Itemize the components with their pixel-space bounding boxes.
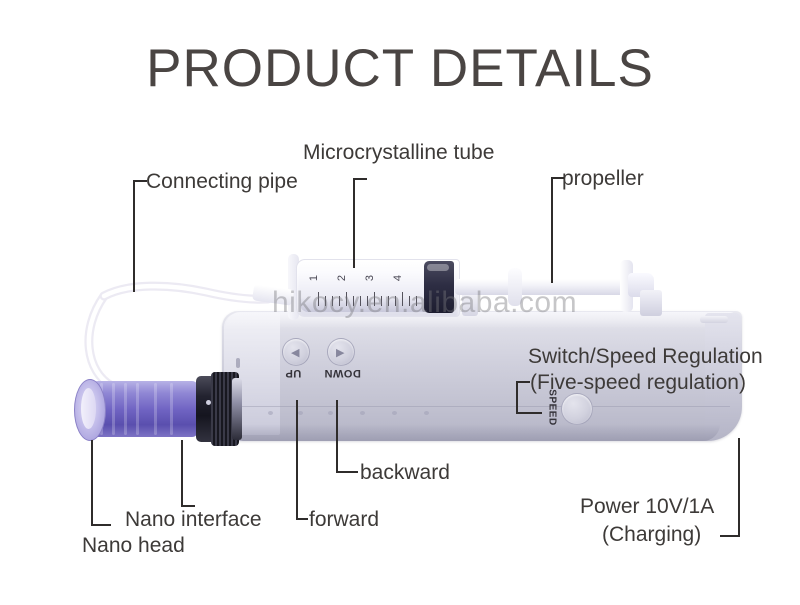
leader-propeller-v (551, 177, 553, 283)
leader-power-v (738, 438, 740, 536)
leader-forward-v (296, 400, 298, 519)
leader-forward-h (296, 518, 308, 520)
device-body-shadow (240, 424, 720, 441)
leader-speed-bottom-h (516, 412, 542, 414)
device-body-seam (235, 406, 730, 407)
leader-speed-v (516, 381, 518, 414)
leader-propeller-h (551, 177, 564, 179)
up-button[interactable] (282, 338, 310, 366)
device-rear-cap (705, 313, 741, 437)
leader-nano-interface-h (181, 505, 195, 507)
leader-speed-top-h (516, 381, 530, 383)
nano-head (92, 381, 198, 437)
leader-nano-head-h (91, 524, 111, 526)
label-nano-head: Nano head (82, 534, 185, 557)
leader-nano-interface-v (181, 440, 183, 506)
label-connecting-pipe: Connecting pipe (146, 170, 298, 193)
label-nano-interface: Nano interface (125, 508, 262, 531)
label-switch-speed-line1: Switch/Speed Regulation (528, 345, 763, 368)
down-button-glyph: ▶ (336, 347, 345, 359)
propeller-rod (455, 279, 630, 295)
syringe-shade (300, 297, 454, 312)
leader-backward-h (336, 471, 358, 473)
leader-power-h (720, 535, 740, 537)
device-rear-notch (700, 316, 728, 323)
device-nose-slot (236, 358, 240, 368)
label-switch-speed-line2: (Five-speed regulation) (530, 371, 746, 394)
plunger-stopper (424, 261, 454, 313)
label-microcrystalline-tube: Microcrystalline tube (303, 141, 495, 164)
nano-head-ribs (96, 383, 194, 435)
device-vent-dots (268, 409, 458, 417)
label-propeller: propeller (562, 167, 644, 190)
propeller-support-bracket (640, 290, 662, 316)
leader-connecting-pipe-h (133, 180, 147, 182)
propeller-collar (508, 268, 522, 306)
label-power-line1: Power 10V/1A (580, 495, 715, 518)
device-body (222, 311, 742, 441)
label-backward: backward (360, 461, 450, 484)
label-forward: forward (309, 508, 380, 531)
nano-interface-sheen (232, 378, 242, 440)
syringe-front-flange (288, 254, 299, 320)
page-title: PRODUCT DETAILS (146, 39, 654, 98)
speed-button[interactable] (561, 393, 593, 425)
leader-backward-v (336, 400, 338, 473)
leader-connecting-pipe-v (133, 180, 135, 292)
leader-microcrystalline-v (353, 178, 355, 268)
leader-microcrystalline-h (353, 178, 367, 180)
label-power-line2: (Charging) (602, 523, 702, 546)
up-button-glyph: ◀ (291, 347, 300, 359)
leader-nano-head-v (91, 440, 93, 525)
down-button[interactable] (327, 338, 355, 366)
nano-head-cap-inner (81, 388, 96, 429)
plunger-stopper-highlight (427, 264, 449, 271)
syringe-holder-post (462, 292, 478, 316)
nano-interface-dot (206, 400, 211, 405)
